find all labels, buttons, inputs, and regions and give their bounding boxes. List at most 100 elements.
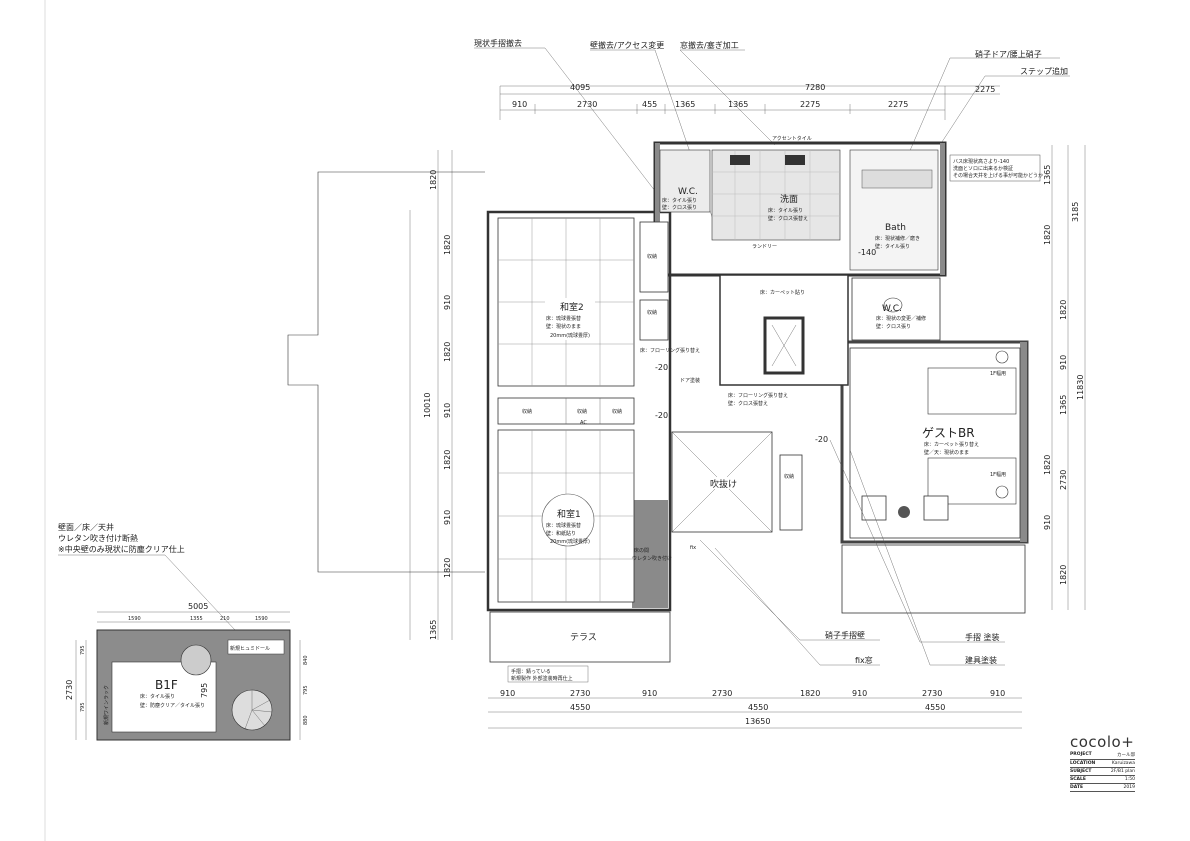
wc2-floor: 床：現状の変更／補修: [876, 315, 926, 322]
main-plan: 和室2 床：琉球畳張替 壁：現状のまま 20mm(琉球畳厚) 収納 収納 収納 …: [486, 135, 1043, 683]
stair-floor: 床：カーペット貼り: [760, 289, 805, 296]
annotation-wall-remove: 壁撤去/アクセス変更: [590, 40, 664, 50]
guest-floor: 床：カーペット張り替え: [924, 441, 979, 448]
b1f-seg-2: 210: [220, 616, 230, 622]
dim-left-4: 910: [443, 403, 452, 418]
dim-bottom-seg-2: 910: [642, 689, 657, 698]
b1f-note-2: ウレタン吹き付け断熱: [58, 533, 138, 543]
bottom-dimensions: 910 2730 910 2730 1820 910 2730 910 4550…: [488, 689, 1022, 729]
closet-floor-label: 床：フローリング張り替え: [640, 347, 700, 354]
room-name-washitsu2: 和室2: [560, 301, 584, 313]
dim-left-6: 910: [443, 510, 452, 525]
dim-right-total: 11830: [1076, 375, 1085, 400]
dim-4095: 4095: [570, 83, 590, 92]
annotation-glass-rail: 硝子手摺壁: [825, 630, 865, 640]
tokonoma-label: 床の間: [634, 547, 649, 554]
bath-wall: 壁：タイル張り: [875, 243, 910, 250]
dim-left-2: 910: [443, 295, 452, 310]
b1f-seg-3: 1590: [255, 616, 268, 622]
washitsu2-note: 20mm(琉球畳厚): [550, 332, 590, 339]
brand-logo: cocolo+: [1070, 733, 1135, 751]
dim-left-7: 1820: [443, 558, 452, 578]
dim-right-2: 1820: [1043, 225, 1052, 245]
guest-wall: 壁／天：現状のまま: [924, 449, 969, 456]
dim-bottom-overall: 13650: [745, 717, 770, 726]
storage-label-4: 収納: [647, 253, 657, 260]
bed-label-2: 1F幅用: [990, 471, 1006, 478]
wc2-wall: 壁：クロス張り: [876, 323, 911, 330]
dim-top-seg-0: 910: [512, 100, 527, 109]
laundry-label: ランドリー: [752, 244, 777, 250]
b1f-side-2: 795: [80, 702, 86, 712]
annotation-window-remove: 窓撤去/塞ぎ加工: [680, 40, 739, 50]
room-name-wc2: W.C.: [882, 304, 902, 314]
deck-outline: [287, 171, 485, 573]
dim-bottom-half-0: 4550: [570, 703, 590, 712]
annotation-handrail-paint: 手摺 塗装: [965, 632, 1000, 642]
dim-right-4: 910: [1059, 355, 1068, 370]
dim-bottom-seg-0: 910: [500, 689, 515, 698]
b1f-side-2b: 795: [303, 685, 309, 695]
dim-left-8: 1365: [429, 620, 438, 640]
bath-floor: 床：現状補修／磨き: [875, 235, 920, 242]
terrace-note-1: 手摺：錆っている: [511, 668, 551, 675]
b1f-side-3: 880: [303, 715, 309, 725]
annotation-fix-window: fix窓: [855, 655, 873, 665]
room-name-washitsu1: 和室1: [557, 508, 581, 520]
washitsu1-note: 20mm(琉球畳厚): [550, 538, 590, 545]
b1f-wall: 壁：防塵クリア／タイル張り: [140, 702, 205, 709]
room-name-guest: ゲストBR: [922, 426, 975, 440]
b1f-floor: 床：タイル張り: [140, 693, 175, 700]
dim-bottom-seg-3: 2730: [712, 689, 732, 698]
dim-top-seg-6: 2275: [888, 100, 908, 109]
dim-overall-top: 7280: [805, 83, 825, 92]
dim-top-seg-5: 2275: [800, 100, 820, 109]
dim-right-0: 1365: [1043, 165, 1052, 185]
storage-label-2: 収納: [577, 408, 587, 415]
ac-label: AC: [580, 420, 587, 426]
dim-right-5: 1365: [1059, 395, 1068, 415]
dim-right-1: 3185: [1071, 202, 1080, 222]
b1f-note-3: ※中央壁のみ現状に防塵クリア仕上: [58, 544, 185, 554]
level-minus20-a: -20: [655, 363, 668, 372]
storage-label-5: 収納: [647, 309, 657, 316]
hall-wall: 壁：クロス張替え: [728, 400, 768, 407]
b1f-side-0: 795: [80, 645, 86, 655]
wc1-wall: 壁：クロス張り: [662, 204, 697, 211]
bath-note-3: その場合天井を上げる事が可能かどうか: [953, 172, 1043, 179]
dim-bottom-seg-1: 2730: [570, 689, 590, 698]
room-name-wc1: W.C.: [678, 187, 698, 197]
dim-right-6: 1820: [1043, 455, 1052, 475]
dim-right-3: 1820: [1059, 300, 1068, 320]
annotation-glass-door: 硝子ドア/腰上硝子: [975, 49, 1042, 59]
annotation-step-add: ステップ追加: [1020, 66, 1068, 76]
fix-label: fix: [690, 545, 696, 551]
dim-left-total: 10010: [423, 393, 432, 418]
left-dimensions: 1820 1820 910 1820 910 1820 910 1820 136…: [409, 150, 453, 640]
dim-2275-right: 2275: [975, 85, 995, 94]
dim-top-seg-3: 1365: [675, 100, 695, 109]
dim-top-seg-2: 455: [642, 100, 657, 109]
b1f-sauna: 新規ヒュミドール: [230, 645, 270, 652]
dim-bottom-seg-7: 910: [990, 689, 1005, 698]
accent-tile-label: アクセントタイル: [772, 135, 812, 142]
door-paint-label-a: ドア塗装: [680, 377, 700, 384]
annotation-handrail-remove: 現状手摺撤去: [474, 38, 522, 48]
dim-right-9: 1820: [1059, 565, 1068, 585]
dim-left-0: 1820: [429, 170, 438, 190]
bath-note-2: 洗面とソロに出来るか検証: [953, 165, 1013, 172]
room-name-terrace: テラス: [570, 632, 597, 643]
storage-label-6: 収納: [784, 473, 794, 480]
b1f-height: 2730: [65, 680, 74, 700]
washitsu2-wall: 壁：現状のまま: [546, 323, 581, 330]
b1f-name: B1F: [155, 678, 178, 692]
dim-left-3: 1820: [443, 342, 452, 362]
storage-label-1: 収納: [522, 408, 532, 415]
room-name-senmen: 洗面: [780, 193, 798, 205]
senmen-floor: 床：タイル張り: [768, 207, 803, 214]
